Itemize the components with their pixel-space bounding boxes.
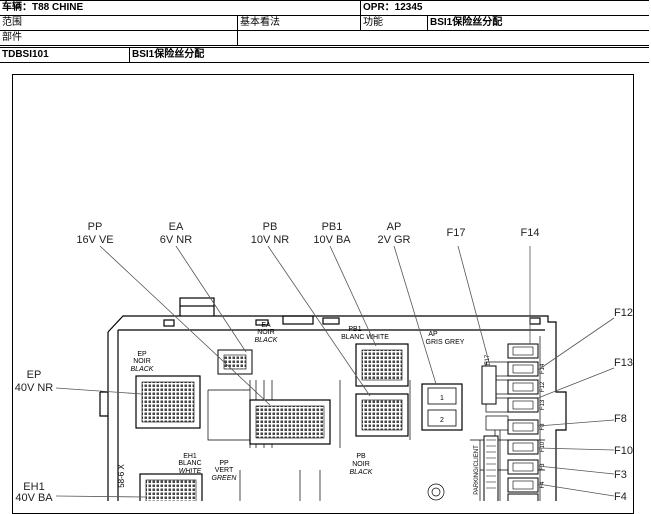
connector-pb: PB NOIR BLACK [350, 393, 409, 476]
basic-view-label: 基本看法 [240, 17, 280, 28]
callout-labels: PP 16V VE EA 6V NR PB 10V NR PB1 10V BA … [15, 221, 633, 501]
pb-label-1: PB [356, 453, 366, 460]
pb1-label-1: PB1 [348, 326, 361, 333]
pb1-label-2: BLANC WHITE [341, 334, 389, 341]
doc-title: BSI1保险丝分配 [132, 49, 205, 60]
parking-client-area: PARKING/CLIENT [474, 435, 499, 501]
connector-ea: EA NOIR BLACK [217, 322, 278, 375]
scope-label: 范围 [2, 17, 22, 28]
callout-f13-name: F13 [614, 357, 633, 369]
title-row-4: TDBSI101 BSI1保险丝分配 [0, 47, 649, 63]
pb-label-3: BLACK [350, 469, 373, 476]
callout-pp-desc: 16V VE [76, 234, 113, 246]
parking-client-label: PARKING/CLIENT [474, 445, 480, 495]
fuse-label-f12: F12 [540, 381, 546, 392]
pb-label-2: NOIR [352, 461, 370, 468]
callout-ep-desc: 40V NR [15, 382, 54, 394]
callout-ep-name: EP [27, 369, 42, 381]
ep-label-2: NOIR [133, 358, 151, 365]
ea-label-2: NOIR [257, 329, 275, 336]
callout-f8-name: F8 [614, 413, 627, 425]
title-row-1: 车辆：T88 CHINE OPR：12345 [0, 0, 649, 16]
callout-f4-name: F4 [614, 491, 627, 501]
ea-label-3: BLACK [255, 337, 278, 344]
callout-eh1-name: EH1 [23, 481, 44, 493]
fuse-label-f14: F14 [540, 363, 546, 374]
callout-pb1-desc: 10V BA [313, 234, 351, 246]
eh1-label-2: BLANC [178, 460, 201, 467]
ea-label-1: EA [261, 322, 271, 329]
box-code-label: 58-6 X [117, 464, 126, 488]
callout-f12-name: F12 [614, 307, 633, 319]
connector-eh1: EH1 BLANC WHITE [139, 453, 203, 501]
function-value: BSI1保险丝分配 [430, 17, 503, 28]
callout-eh1-desc: 40V BA [15, 492, 53, 501]
connector-ap: 1 2 AP GRIS GREY [421, 331, 465, 431]
fuse-column: F14 F12 F13 F8 F10 F3 F4 [507, 343, 546, 501]
eh1-label-1: EH1 [183, 453, 197, 460]
fuse-box-body [99, 297, 567, 501]
pp-label-2: VERT [215, 467, 234, 474]
callout-f3-name: F3 [614, 469, 627, 481]
fuse-label-f8: F8 [540, 423, 546, 431]
vehicle-field: 车辆：T88 CHINE [2, 2, 84, 13]
ep-label-3: BLACK [131, 366, 154, 373]
callout-ap-name: AP [387, 221, 402, 233]
title-row-2: 范围 基本看法 功能 BSI1保险丝分配 [0, 16, 649, 31]
connector-pb1: PB1 BLANC WHITE [341, 326, 409, 387]
leader-lines [55, 245, 615, 498]
fuse-box-diagram: EA NOIR BLACK PP VERT GREEN PB1 BLANC WH… [15, 221, 633, 501]
connector-pp: PP VERT GREEN [212, 399, 331, 482]
eh1-label-3: WHITE [179, 468, 202, 475]
callout-ea-desc: 6V NR [160, 234, 192, 246]
pp-label-3: GREEN [212, 475, 238, 482]
connector-ep: EP NOIR BLACK [131, 351, 201, 429]
title-block: 车辆：T88 CHINE OPR：12345 范围 基本看法 功能 BSI1保险… [0, 0, 649, 63]
ep-label-1: EP [137, 351, 147, 358]
ap-label-1: AP [428, 331, 438, 338]
callout-pp-name: PP [88, 221, 103, 233]
ap-label-2: GRIS GREY [426, 339, 465, 346]
callout-pb-desc: 10V NR [251, 234, 290, 246]
callout-pb1-name: PB1 [322, 221, 343, 233]
callout-ap-desc: 2V GR [377, 234, 410, 246]
callout-f14-name: F14 [521, 227, 540, 239]
part-label: 部件 [2, 32, 22, 43]
fuse-label-f13: F13 [540, 399, 546, 410]
function-label: 功能 [363, 17, 383, 28]
doc-code: TDBSI101 [2, 49, 49, 60]
callout-pb-name: PB [263, 221, 278, 233]
title-row-3: 部件 [0, 31, 649, 46]
callout-ea-name: EA [169, 221, 184, 233]
callout-f10-name: F10 [614, 445, 633, 457]
ap-pin-1: 1 [440, 395, 444, 402]
callout-f17-name: F17 [447, 227, 466, 239]
fuse-label-f10: F10 [540, 441, 546, 452]
pp-label-1: PP [219, 460, 229, 467]
ap-pin-2: 2 [440, 417, 444, 424]
opr-field: OPR：12345 [363, 2, 423, 13]
